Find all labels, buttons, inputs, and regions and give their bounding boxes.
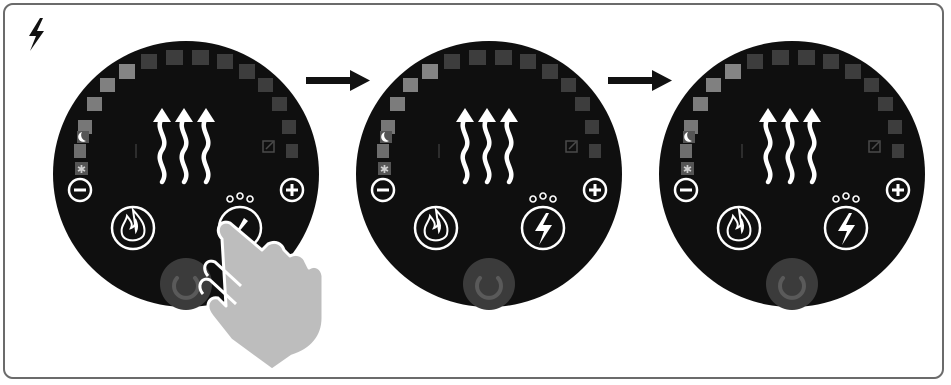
right-arrow-icon <box>306 70 370 91</box>
right-arrow-icon <box>608 70 672 91</box>
lightning-bolt-icon <box>29 18 44 51</box>
control-panel-step-3 <box>659 41 925 310</box>
control-panel-step-2 <box>356 41 622 310</box>
